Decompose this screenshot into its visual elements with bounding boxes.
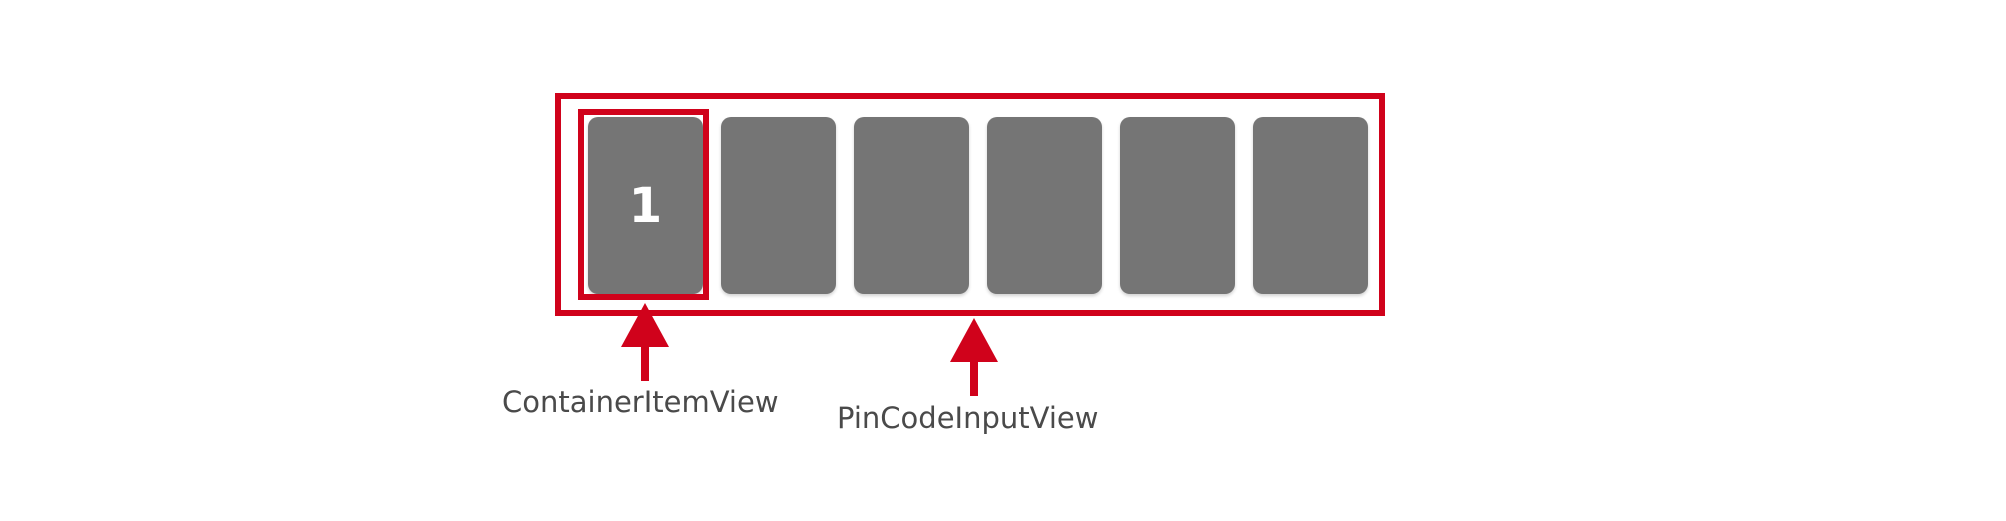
- pin-cell-4[interactable]: [987, 117, 1102, 294]
- container-item-view-label: ContainerItemView: [502, 385, 779, 419]
- container-item-view-highlight: [578, 109, 709, 300]
- pin-cell-3[interactable]: [854, 117, 969, 294]
- pin-code-input-arrow-icon: [950, 318, 998, 396]
- container-item-arrow-icon: [621, 303, 669, 381]
- pin-code-input-view-label: PinCodeInputView: [837, 401, 1099, 435]
- pin-cell-5[interactable]: [1120, 117, 1235, 294]
- pin-cell-2[interactable]: [721, 117, 836, 294]
- pin-cell-1[interactable]: 1: [588, 117, 703, 294]
- pin-cell-1-value: 1: [628, 177, 663, 234]
- pin-cell-6[interactable]: [1253, 117, 1368, 294]
- pin-code-input-view-highlight: [555, 93, 1385, 316]
